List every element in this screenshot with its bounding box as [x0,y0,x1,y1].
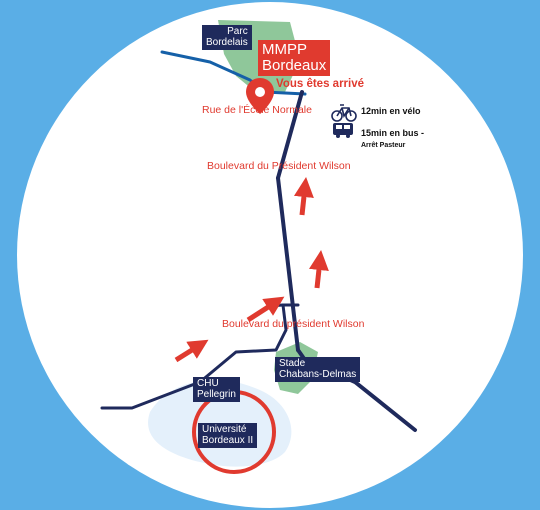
arrow-up-icon [174,339,209,363]
parc-bordelais-label: Parc Bordelais [202,25,252,50]
bus-info: 15min en bus - Arrêt Pasteur [361,124,425,150]
arrow-up-icon [293,177,314,216]
road-wilson-north [276,176,300,352]
direction-arrows [174,177,329,363]
bus-icon [333,123,353,138]
map-circle [17,2,523,508]
bicycle-icon [331,104,357,122]
arrow-up-icon [308,250,329,289]
road-label-wilson-lower: Boulevard du président Wilson [222,318,365,330]
road-top-left [160,50,307,96]
universite-label: Université Bordeaux II [198,423,258,448]
arrow-up-icon [246,296,285,323]
bike-time-text: 12min en vélo [361,106,421,116]
stade-label: Stade Chabans-Delmas [275,357,361,382]
destination-label: Vous êtes arrivé [276,78,365,90]
map-pin-icon [246,78,274,114]
road-label-ecole-normale: Rue de l'École Normale [202,104,312,116]
road-vertical-north [276,90,304,180]
bus-time-text: 15min en bus - [361,128,425,138]
chu-pellegrin-label: CHU Pellegrin [193,377,240,402]
bus-stop-text: Arrêt Pasteur [361,142,406,149]
mmpp-bordeaux-label: MMPP Bordeaux [258,40,331,76]
road-label-wilson-upper: Boulevard du Président Wilson [207,160,351,172]
